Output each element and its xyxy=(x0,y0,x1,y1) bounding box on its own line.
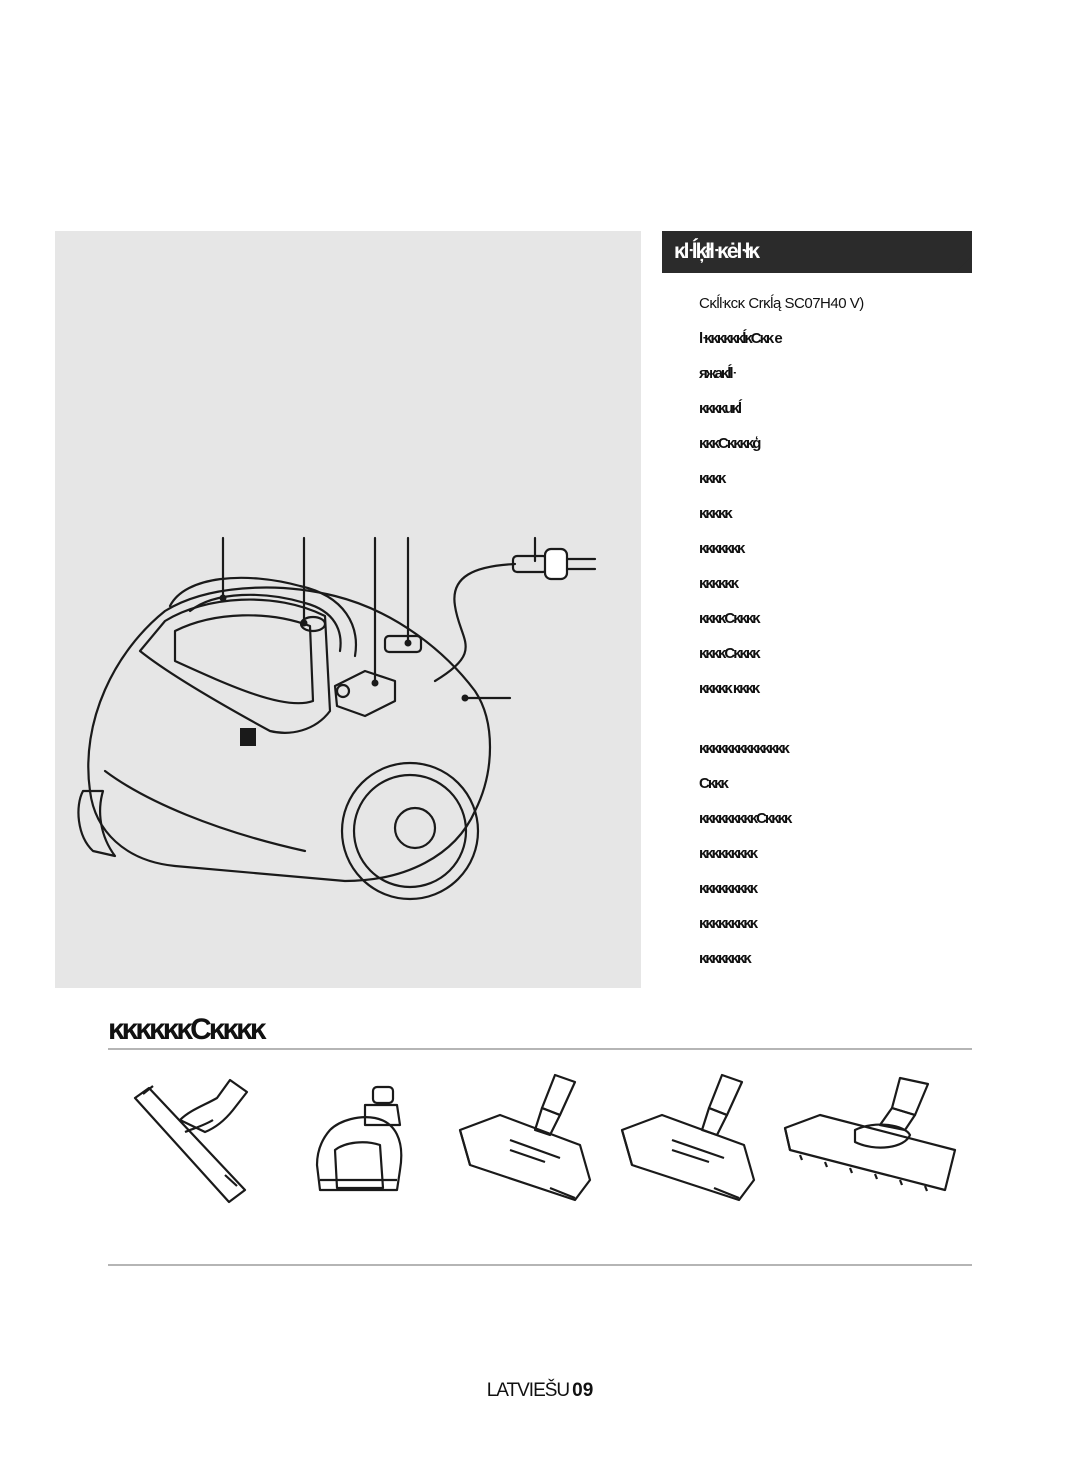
plug-body xyxy=(511,554,549,574)
spec-item: ĸĸĸĸĸĸĸĸĸ xyxy=(699,880,758,897)
spec-item: ĸĸĸĸĸĸĸĸĸĸĸĸĸĸ xyxy=(699,740,790,757)
wheel-hub xyxy=(393,806,437,850)
vacuum-cleaner-illustration xyxy=(77,536,597,901)
spec-item: ĸĸĸĸĸĸĸĸ xyxy=(699,950,752,967)
floor-brush-icon xyxy=(458,1073,592,1202)
spec-item: ĸĸĸĸ xyxy=(699,470,726,487)
spec-item: ŀĸĸĸĸĸĸĺĸСĸĸ е xyxy=(699,330,783,347)
turbo-brush-icon xyxy=(315,1085,403,1192)
spec-item: ĸĸĸĸĸĸĸ xyxy=(699,540,745,557)
upholstery-nozzle-icon xyxy=(133,1078,249,1204)
spec-list: Сĸĺŀĸсĸ Сrĸĺą SC07H40 V) ŀĸĸĸĸĸĸĺĸСĸĸ е … xyxy=(699,294,969,984)
dust-bin xyxy=(138,598,332,734)
spec-item: ĸĸĸĸСĸĸĸĸ xyxy=(699,610,761,627)
wheel-outer xyxy=(340,761,480,901)
spec-header-shape xyxy=(662,231,972,273)
front-bumper xyxy=(77,789,117,858)
divider-bottom xyxy=(108,1264,972,1266)
spec-item: Сĸĸĸ xyxy=(699,775,729,792)
vacuum-body xyxy=(87,586,492,883)
parquet-brush-icon xyxy=(783,1076,957,1192)
power-cord xyxy=(433,562,517,683)
spec-item: ĸĸĸĸĸĸĸĸĸСĸĸĸĸ xyxy=(699,810,792,827)
spec-item: ĸĸĸĸĸ xyxy=(699,505,733,522)
spec-item: ĸĸĸĸСĸĸĸĸ xyxy=(699,645,761,662)
spec-item: ĸĸĸĸĸĸĸĸĸ xyxy=(699,845,758,862)
spec-item: ĸĸĸСĸĸĸĸģ xyxy=(699,435,761,452)
product-figure-panel xyxy=(55,231,641,988)
accessories-title: ĸĸĸĸĸĸСĸĸĸĸ xyxy=(108,1013,267,1046)
floor-brush-2-icon xyxy=(620,1073,756,1202)
carry-handle xyxy=(168,576,357,658)
page-number: 09 xyxy=(572,1380,594,1401)
spec-item: ĸĸĸĸuĸĺ xyxy=(699,400,742,417)
hose-inlet xyxy=(333,669,397,718)
spec-item: ĸĸĸĸĸĸ xyxy=(699,575,739,592)
spec-item: ĸĸĸĸĸ ĸĸĸĸ xyxy=(699,680,760,697)
spec-header: ĸŀĺķłŀĸėŀłĸ xyxy=(662,231,972,273)
footer-language: LATVIEŠU xyxy=(486,1380,570,1401)
spec-title: ĸŀĺķłŀĸėŀłĸ xyxy=(674,240,760,263)
control-buttons xyxy=(383,634,423,654)
spec-item: яжаĸĺŀ xyxy=(699,365,737,382)
spec-item: Сĸĺŀĸсĸ Сrĸĺą SC07H40 V) xyxy=(699,295,864,312)
divider-top xyxy=(108,1048,972,1050)
spec-item: ĸĸĸĸĸĸĸĸĸ xyxy=(699,915,758,932)
